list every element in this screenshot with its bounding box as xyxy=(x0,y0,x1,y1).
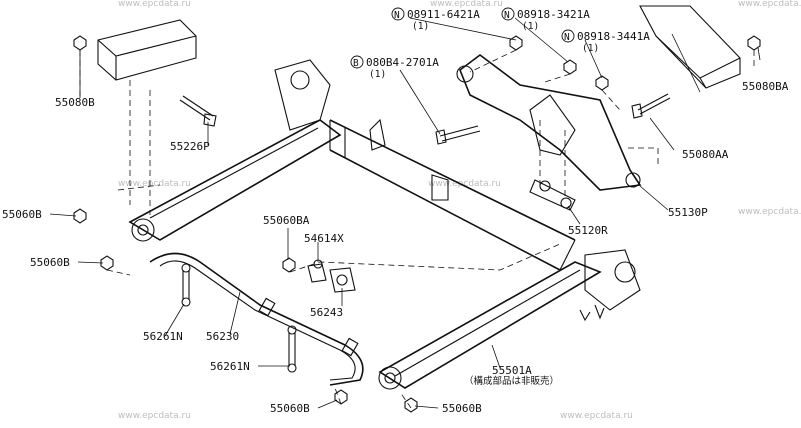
watermarks: www.epcdata.ru www.epcdata.ru www.epcdat… xyxy=(118,0,801,421)
stabilizer-link-top xyxy=(181,263,191,307)
bolt-080b4 xyxy=(435,125,481,145)
label-55226p[interactable]: 55226P xyxy=(170,140,210,153)
label-55501a[interactable]: 55501A xyxy=(492,364,532,377)
label-08911-qty: (1) xyxy=(412,21,429,32)
bolt-55226p xyxy=(179,95,217,127)
watermark: www.epcdata.ru xyxy=(560,411,633,421)
watermark: www.epcdata.ru xyxy=(428,179,501,189)
nut-55060ba xyxy=(282,257,296,273)
label-55080b[interactable]: 55080B xyxy=(55,96,95,109)
label-080b4[interactable]: 080B4-2701A xyxy=(366,56,439,69)
label-56243[interactable]: 56243 xyxy=(310,306,343,319)
label-55080ba[interactable]: 55080BA xyxy=(742,80,789,93)
nut-55080b xyxy=(73,35,87,51)
label-08918-2[interactable]: 08918-3441A xyxy=(577,30,650,43)
left-trailing-arm xyxy=(128,59,342,242)
lateral-link xyxy=(529,179,576,211)
label-54614x[interactable]: 54614X xyxy=(304,232,344,245)
label-55060b-bottom-right[interactable]: 55060B xyxy=(442,402,482,415)
n-symbol: N xyxy=(394,10,400,21)
label-56261n-top[interactable]: 56261N xyxy=(143,330,183,343)
watermark: www.epcdata.ru xyxy=(118,0,191,9)
watermark: www.epcdata.ru xyxy=(738,0,801,9)
nuts xyxy=(73,35,761,413)
label-55060b-bottom[interactable]: 55060B xyxy=(270,402,310,415)
nut-55080ba xyxy=(747,35,761,51)
label-08918-1[interactable]: 08918-3421A xyxy=(517,8,590,21)
left-frame-rail xyxy=(97,19,197,215)
label-55120r[interactable]: 55120R xyxy=(568,224,608,237)
right-trailing-arm xyxy=(378,249,641,390)
label-08918-2-qty: (1) xyxy=(582,43,599,54)
stabilizer-link-bottom xyxy=(287,325,297,373)
leader-lines xyxy=(49,17,761,409)
nut-55060b-bottom xyxy=(334,389,348,405)
symbol-markers: N N N B xyxy=(350,7,575,69)
label-55130p[interactable]: 55130P xyxy=(668,206,708,219)
nut-08918-2 xyxy=(595,75,609,91)
label-55060b-left2[interactable]: 55060B xyxy=(30,256,70,269)
label-55501a-note: （構成部品は非販売） xyxy=(464,375,559,387)
label-55080aa[interactable]: 55080AA xyxy=(682,148,729,161)
label-56261n-bottom[interactable]: 56261N xyxy=(210,360,250,373)
watermark: www.epcdata.ru xyxy=(118,411,191,421)
rear-axle-beam xyxy=(329,118,576,271)
label-08911[interactable]: 08911-6421A xyxy=(407,8,480,21)
nut-08918-1 xyxy=(563,59,577,75)
nut-08911 xyxy=(509,35,523,51)
upper-link-bracket xyxy=(456,54,642,191)
nut-55060b-left xyxy=(73,208,87,224)
n-symbol: N xyxy=(504,10,510,21)
label-080b4-qty: (1) xyxy=(369,69,386,80)
label-08918-1-qty: (1) xyxy=(522,21,539,32)
assembly-dash-lines xyxy=(79,49,755,409)
watermark: www.epcdata.ru xyxy=(430,0,503,9)
bolt-55080aa xyxy=(631,93,671,119)
nut-55060b-bottom-right xyxy=(404,397,418,413)
part-labels: 55080B 55226P 55060B 55060B 56261N 56230… xyxy=(2,8,789,415)
watermark: www.epcdata.ru xyxy=(738,207,801,217)
stabilizer-bar xyxy=(149,252,364,386)
nut-55060b-left2 xyxy=(100,255,114,271)
label-55060ba[interactable]: 55060BA xyxy=(263,214,310,227)
watermark: www.epcdata.ru xyxy=(118,179,191,189)
label-56230[interactable]: 56230 xyxy=(206,330,239,343)
label-55060b-left[interactable]: 55060B xyxy=(2,208,42,221)
stabilizer-bushings xyxy=(307,259,356,293)
b-symbol: B xyxy=(353,58,359,69)
n-symbol: N xyxy=(564,32,570,43)
right-frame-rail xyxy=(539,5,741,200)
